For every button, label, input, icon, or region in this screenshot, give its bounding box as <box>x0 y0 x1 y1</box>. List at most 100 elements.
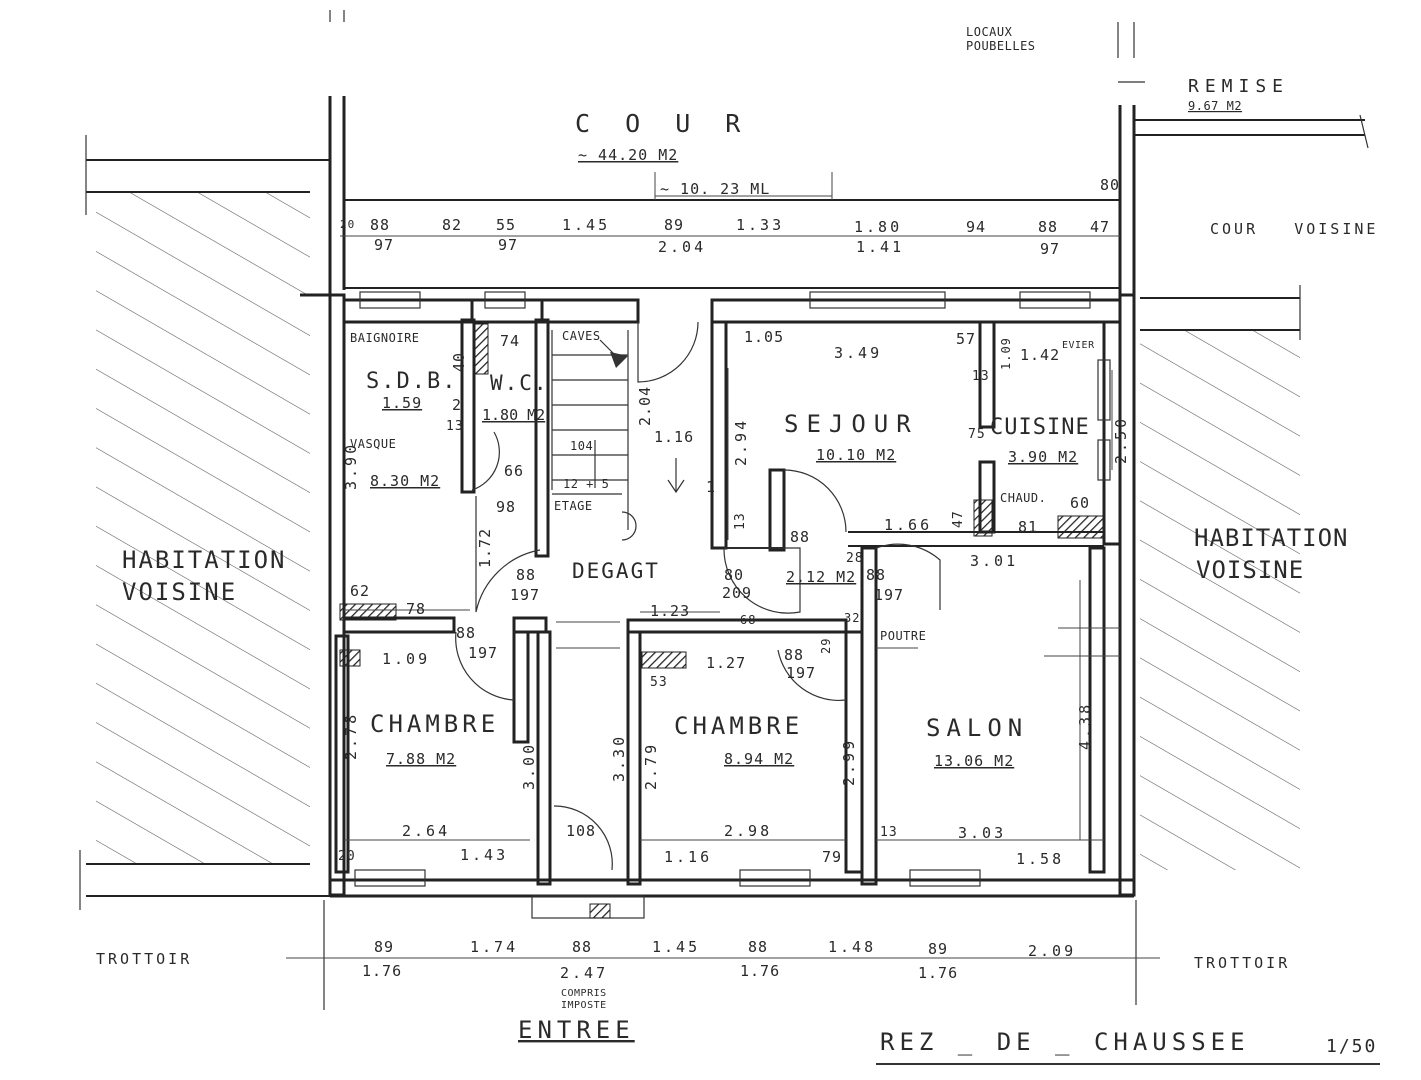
vasque-label: VASQUE <box>350 437 396 451</box>
inner-dim: 81 <box>1018 518 1038 536</box>
wc-name: W.C. <box>490 371 549 395</box>
compris-label: COMPRIS <box>561 988 607 999</box>
top-dim: 89 <box>664 216 684 234</box>
top-dim: 1.33 <box>736 216 784 234</box>
inner-dim: 209 <box>722 584 752 602</box>
door-swings <box>455 321 941 871</box>
inner-dim: 60 <box>1070 494 1090 512</box>
chambre2-name: CHAMBRE <box>674 712 803 740</box>
duct-blocks <box>339 323 1105 919</box>
inner-dim: 1.58 <box>1016 850 1064 868</box>
inner-dim: 80 <box>724 566 744 584</box>
inner-dim: 88 <box>456 624 476 642</box>
bottom-dim: 1.48 <box>828 938 876 956</box>
top-dim: 1.80 <box>854 218 902 236</box>
top-dim-lower: 97 <box>1040 240 1060 258</box>
evier-label: EVIER <box>1062 340 1095 351</box>
degagt-label: DEGAGT <box>572 559 660 583</box>
etage-label: ETAGE <box>554 499 593 513</box>
inner-dim: 13 <box>972 369 990 384</box>
inner-dim: 1.66 <box>884 516 932 534</box>
inner-dim: 3.03 <box>958 824 1006 842</box>
habitation-right-line1: HABITATION <box>1194 524 1349 552</box>
inner-dim: 1.09 <box>382 650 430 668</box>
inner-dim: 2.99 <box>840 738 858 786</box>
top-dim-80: 80 <box>1100 176 1120 194</box>
dimension-lines <box>286 172 1160 959</box>
inner-dim: 62 <box>350 582 370 600</box>
inner-dim: 29 <box>819 638 833 654</box>
inner-dim: 1.05 <box>744 328 784 346</box>
habitation-left-line1: HABITATION <box>122 546 287 574</box>
inner-dim: 197 <box>786 664 816 682</box>
bottom-dim-lower: 1.76 <box>362 962 402 980</box>
plan-scale: 1/50 <box>1326 1036 1377 1057</box>
top-dim: 88 <box>370 216 390 234</box>
bottom-dimensions: 89 1.74 88 1.45 88 1.48 89 2.09 1.76 2.4… <box>362 938 1076 982</box>
inner-dim: 1.72 <box>476 528 494 568</box>
inner-dim: 47 <box>951 510 966 528</box>
entree-label: ENTREE <box>518 1016 635 1044</box>
inner-dim: 2.79 <box>642 742 660 790</box>
top-dim-lower: 97 <box>498 236 518 254</box>
chambre2-area: 8.94 M2 <box>724 750 794 768</box>
imposte-label: IMPOSTE <box>561 1000 607 1011</box>
bottom-dim-lower: 1.76 <box>740 962 780 980</box>
bottom-dim: 1.45 <box>652 938 700 956</box>
plan-title: REZ _ DE _ CHAUSSEE <box>880 1028 1250 1056</box>
inner-dim: 3.90 <box>342 442 360 490</box>
inner-dim: 3.30 <box>610 734 628 782</box>
poubelles-label: POUBELLES <box>966 39 1036 53</box>
inner-dim: 1.27 <box>706 654 746 672</box>
top-dim-lower: 97 <box>374 236 394 254</box>
inner-dim: 53 <box>650 675 668 690</box>
inner-dim: 2.78 <box>342 712 360 760</box>
inner-dim: 13 <box>446 419 464 434</box>
cuisine-area: 3.90 M2 <box>1008 448 1078 466</box>
inner-dim: 1.16 <box>654 428 694 446</box>
inner-dim: 2.98 <box>724 822 772 840</box>
cuisine-name: CUISINE <box>990 415 1090 440</box>
top-dim-lower: 1.41 <box>856 238 904 256</box>
inner-dim: 197 <box>510 586 540 604</box>
inner-dim: 2.04 <box>636 386 654 426</box>
chambre1-name: CHAMBRE <box>370 710 499 738</box>
inner-dim: 88 <box>784 646 804 664</box>
inner-dim: 78 <box>406 600 426 618</box>
inner-dim: 98 <box>496 498 516 516</box>
sejour-area: 10.10 M2 <box>816 446 896 464</box>
top-dim: 94 <box>966 218 986 236</box>
habitation-right-line2: VOISINE <box>1196 556 1304 584</box>
inner-dim: 88 <box>790 528 810 546</box>
inner-dim: 40 <box>450 352 468 372</box>
inner-dim: 2.50 <box>1112 416 1130 464</box>
neighbour-right-hatch <box>1140 330 1300 870</box>
bottom-dim-lower: 1.76 <box>918 964 958 982</box>
inner-dim: 4.38 <box>1076 702 1094 750</box>
top-dim-lower: 2.04 <box>658 238 706 256</box>
cour-area: ~ 44.20 M2 <box>578 146 678 164</box>
staircase <box>551 330 685 541</box>
exterior-walls <box>300 96 1137 1010</box>
bottom-dim: 1.74 <box>470 938 518 956</box>
stair-steps: 12 + 5 <box>563 477 609 491</box>
trottoir-right: TROTTOIR <box>1194 954 1290 972</box>
bottom-dim: 2.09 <box>1028 942 1076 960</box>
trottoir-left: TROTTOIR <box>96 950 192 968</box>
windows <box>354 291 1111 887</box>
bottom-dim-lower: 2.47 <box>560 964 608 982</box>
inner-dim: 3.01 <box>970 552 1018 570</box>
sejour-name: SEJOUR <box>784 410 919 438</box>
remise-area: 9.67 M2 <box>1188 99 1242 113</box>
inner-dim: 2 <box>452 396 462 414</box>
bottom-dim: 88 <box>748 938 768 956</box>
wc-area: 1.80 M2 <box>482 406 545 424</box>
inner-dim: 1.42 <box>1020 346 1060 364</box>
baignoire-label: BAIGNOIRE <box>350 331 420 345</box>
inner-dim: 79 <box>822 848 842 866</box>
cour-voisine-label: COUR VOISINE <box>1210 220 1378 238</box>
inner-dim: 1.23 <box>650 602 690 620</box>
inner-dim: 197 <box>874 586 904 604</box>
bottom-dim: 89 <box>374 938 394 956</box>
